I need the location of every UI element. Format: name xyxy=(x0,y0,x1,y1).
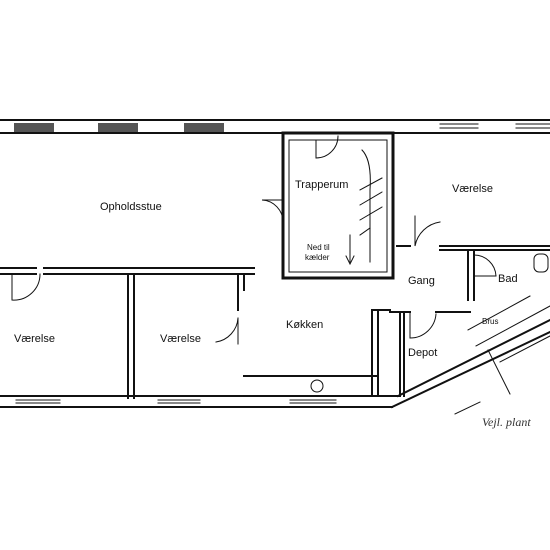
room-label-gang: Gang xyxy=(408,275,435,287)
door-swing xyxy=(315,135,339,159)
stair-arrow xyxy=(345,234,355,266)
door-swing xyxy=(215,317,239,345)
plan-caption: Vejl. plant xyxy=(482,415,531,429)
window xyxy=(515,123,550,129)
interior-wall xyxy=(467,249,475,301)
stair-note-line2: kælder xyxy=(305,253,330,262)
interior-wall xyxy=(237,273,245,311)
shower-area xyxy=(454,295,550,415)
bottom-exterior-wall xyxy=(0,395,399,408)
door-swing xyxy=(11,273,41,301)
stairwell-inner xyxy=(288,139,388,273)
window xyxy=(439,123,479,129)
interior-wall xyxy=(0,267,255,275)
stairwell-walls xyxy=(281,131,395,280)
window xyxy=(157,399,201,404)
top-exterior-wall xyxy=(0,119,550,134)
room-label-bad: Bad xyxy=(498,273,518,285)
room-label-koekken: Køkken xyxy=(286,319,323,331)
sink xyxy=(310,379,324,393)
door-swing xyxy=(261,199,284,223)
diagonal-exterior-wall xyxy=(390,318,550,409)
room-label-vaerelse-mid: Værelse xyxy=(160,333,201,345)
room-label-opholdsstue: Opholdsstue xyxy=(100,201,162,213)
room-label-brus: Brus xyxy=(482,317,498,326)
room-label-vaerelse-right: Værelse xyxy=(452,183,493,195)
window xyxy=(98,123,138,132)
door-swing xyxy=(409,311,437,339)
window xyxy=(14,123,54,132)
interior-wall xyxy=(127,273,135,399)
room-label-trapperum: Trapperum xyxy=(295,179,348,191)
room-label-vaerelse-left: Værelse xyxy=(14,333,55,345)
window xyxy=(15,399,61,404)
window xyxy=(289,399,337,404)
interior-wall xyxy=(243,309,391,397)
interior-wall xyxy=(392,132,550,251)
stair xyxy=(359,149,383,263)
interior-wall xyxy=(389,311,471,397)
toilet xyxy=(533,253,549,273)
door-swing xyxy=(473,254,497,277)
door-swing xyxy=(414,215,441,247)
window xyxy=(184,123,224,132)
stair-note-line1: Ned til xyxy=(307,243,330,252)
room-label-depot: Depot xyxy=(408,347,437,359)
